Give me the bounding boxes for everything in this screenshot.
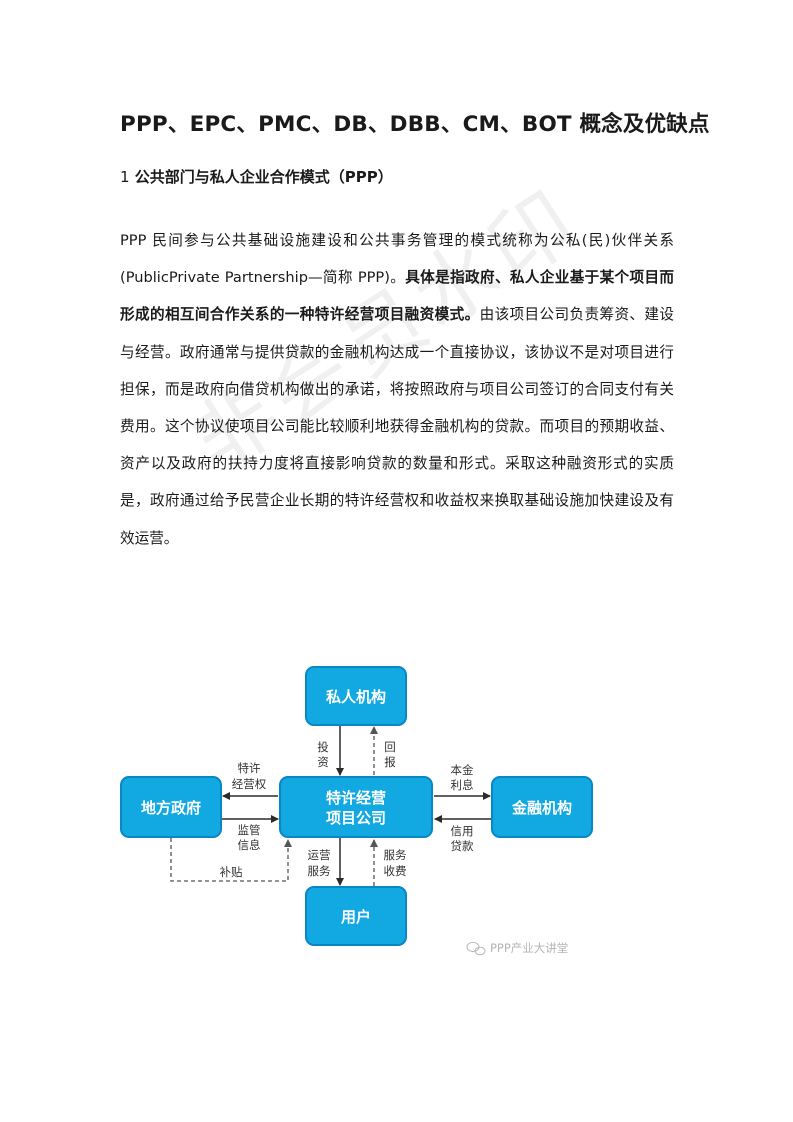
label-fee-2: 收费 [384,864,407,878]
box-center [279,776,433,838]
node-center-line2: 项目公司 [326,809,386,827]
node-government: 地方政府 [141,799,201,817]
label-fee-1: 服务 [384,848,407,862]
label-franchise-1: 特许 [238,761,261,775]
label-return-1: 回 [384,740,396,754]
label-credit-2: 贷款 [451,839,474,853]
ppp-diagram-svg: 私人机构 特许经营 项目公司 地方政府 金融机构 用户 投 资 回 报 特许 经… [120,666,593,956]
box-finance [491,776,593,838]
label-franchise-2: 经营权 [232,777,267,791]
label-invest-2: 资 [317,755,329,769]
node-private: 私人机构 [325,688,386,706]
page-title: PPP、EPC、PMC、DB、DBB、CM、BOT 概念及优缺点 [120,112,710,137]
source-mark: PPP产业大讲堂 [490,941,568,955]
node-finance: 金融机构 [511,799,572,817]
label-invest-1: 投 [317,740,329,754]
section-paragraph: PPP 民间参与公共基础设施建设和公共事务管理的模式统称为公私(民)伙伴关系(P… [120,222,674,557]
label-supervise-2: 信息 [238,838,261,852]
paragraph-bold: 具体是指政府、私人企业基于某个项目而形成的相互间合作关系的一种特许经营项目融资模… [120,269,674,324]
node-users: 用户 [341,908,371,926]
label-return-2: 报 [384,755,396,769]
arrow-subsidy [170,838,292,882]
section-heading-text: 公共部门与私人企业合作模式（PPP） [134,168,393,186]
section-number: 1 [120,168,130,186]
label-supervise-1: 监管 [238,823,261,837]
node-center-line1: 特许经营 [326,789,386,807]
section-heading: 1 公共部门与私人企业合作模式（PPP） [120,166,393,187]
label-operate-1: 运营 [308,848,331,862]
label-operate-2: 服务 [308,864,331,878]
paragraph-part-2: 由该项目公司负责筹资、建设与经营。政府通常与提供贷款的金融机构达成一个直接协议，… [120,306,674,547]
label-principal-1: 本金 [451,763,474,777]
label-subsidy: 补贴 [220,865,243,879]
label-credit-1: 信用 [451,824,474,838]
box-users [305,886,407,946]
wechat-icon [466,941,486,956]
label-principal-2: 利息 [451,778,474,792]
box-government [120,776,222,838]
box-private [305,666,407,726]
paragraph-part-1: PPP 民间参与公共基础设施建设和公共事务管理的模式统称为公私(民)伙伴关系(P… [120,232,674,287]
ppp-diagram: 私人机构 特许经营 项目公司 地方政府 金融机构 用户 投 资 回 报 特许 经… [118,655,622,971]
